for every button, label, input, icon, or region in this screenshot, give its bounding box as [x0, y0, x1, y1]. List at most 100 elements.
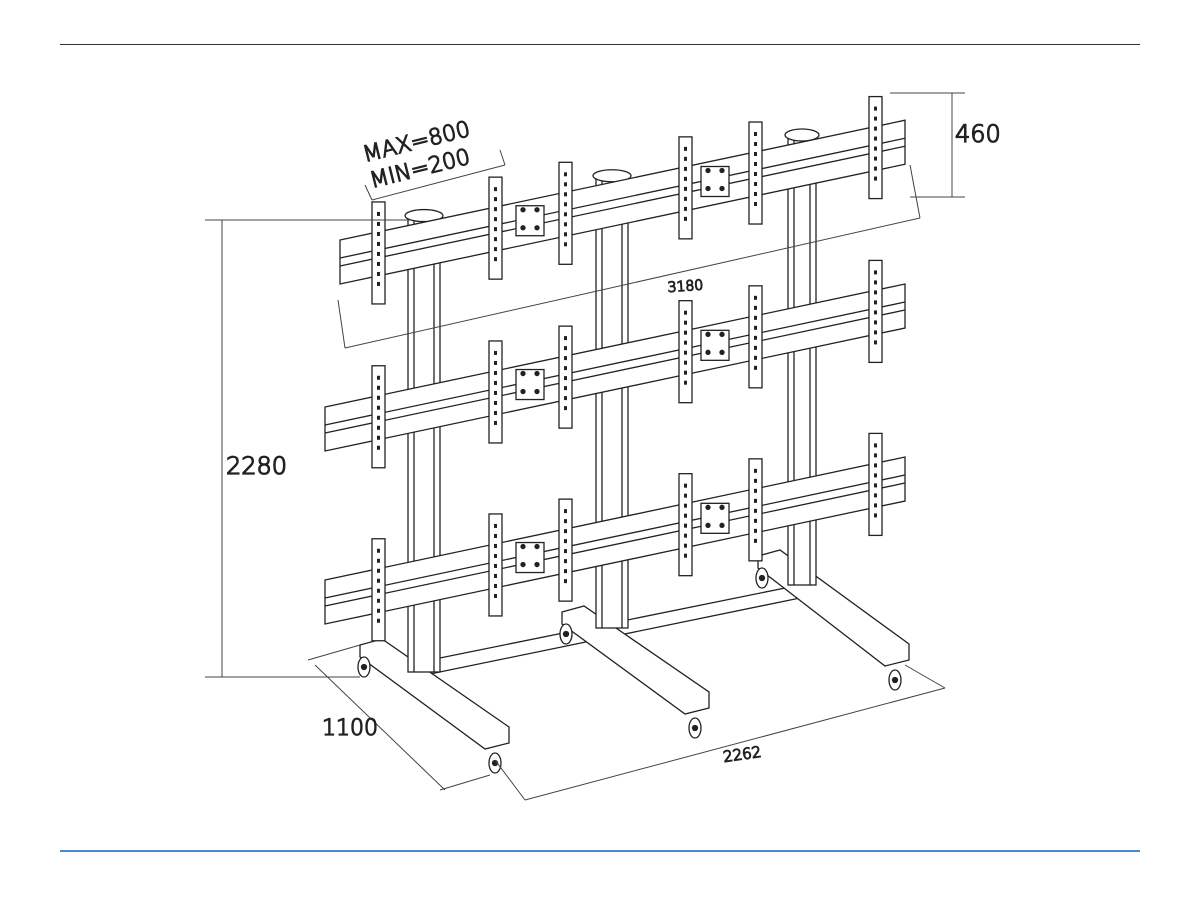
bracket-slot	[377, 395, 380, 400]
bracket-slot	[564, 182, 567, 187]
bolt	[534, 388, 540, 395]
bracket-slot	[377, 375, 380, 380]
bracket-slot	[874, 166, 877, 171]
bolt	[534, 370, 540, 377]
bracket-slot	[494, 257, 497, 262]
bracket-slot	[874, 443, 877, 448]
bracket-slot	[874, 146, 877, 151]
bracket-slot	[684, 483, 687, 488]
rail-edge	[339, 145, 906, 267]
bracket-slot	[494, 207, 497, 212]
bracket-slot	[564, 242, 567, 247]
bracket-slot	[377, 618, 380, 623]
bracket-slot	[754, 295, 757, 300]
bracket-slot	[684, 156, 687, 161]
dim-max-min	[371, 164, 506, 201]
ext-line	[494, 759, 526, 801]
bracket-slot	[874, 463, 877, 468]
bolt	[534, 225, 540, 231]
bolt	[705, 185, 711, 192]
base-foot-2	[561, 605, 710, 715]
bracket-slot	[564, 192, 567, 197]
bracket-slot	[494, 523, 497, 528]
bracket-slot	[494, 227, 497, 232]
bracket-slot	[684, 186, 687, 191]
bracket-slot	[754, 192, 757, 197]
bracket-slot	[874, 136, 877, 141]
column-cap	[784, 128, 820, 142]
bracket-slot	[684, 196, 687, 201]
bracket-slot	[564, 172, 567, 177]
bracket-slot	[377, 608, 380, 613]
bracket-slot	[564, 202, 567, 207]
bracket-slot	[564, 549, 567, 554]
bracket-slot	[494, 553, 497, 558]
bracket-slot	[564, 212, 567, 217]
bracket-slot	[874, 340, 877, 345]
bracket-slot	[494, 380, 497, 385]
bracket-slot	[684, 370, 687, 375]
bracket-slot	[684, 340, 687, 345]
ext-line	[364, 184, 373, 201]
caster-hub	[562, 630, 570, 638]
ext-line	[439, 774, 491, 791]
bracket-slot	[494, 410, 497, 415]
rail-edge	[324, 474, 906, 599]
dim-depth	[314, 664, 446, 791]
bolt	[705, 167, 711, 174]
bolt	[534, 561, 540, 568]
bracket-slot	[684, 350, 687, 355]
bolt	[705, 349, 711, 355]
bracket-slot	[377, 425, 380, 430]
bracket-slot	[684, 360, 687, 365]
bolt	[705, 331, 711, 337]
rail-edge	[339, 137, 906, 259]
rail-joint-plate	[700, 502, 730, 534]
bracket-slot	[874, 493, 877, 498]
bracket-slot	[564, 519, 567, 524]
bolt	[520, 207, 526, 213]
bolt	[520, 388, 526, 395]
rail-joint-plate	[515, 205, 545, 237]
rails	[324, 95, 906, 642]
bolt	[719, 504, 725, 510]
label-width-top: 3180	[667, 278, 704, 296]
bracket-slot	[377, 241, 380, 246]
label-height: 2280	[226, 452, 287, 480]
bracket-slot	[564, 376, 567, 381]
bracket-slot	[377, 415, 380, 420]
bracket-slot	[754, 142, 757, 147]
ext-line	[307, 644, 361, 661]
bolt	[705, 522, 711, 528]
bracket-slot	[564, 559, 567, 564]
bracket-slot	[754, 518, 757, 523]
bracket-slot	[754, 528, 757, 533]
bracket-slot	[564, 356, 567, 361]
bracket-slot	[754, 202, 757, 207]
bracket-slot	[494, 390, 497, 395]
bracket-slot	[754, 132, 757, 137]
bracket-slot	[754, 365, 757, 370]
bracket-slot	[377, 271, 380, 276]
bracket-slot	[754, 538, 757, 543]
caster-hub	[758, 574, 766, 582]
rail-joint-plate	[700, 329, 730, 361]
bracket-slot	[377, 231, 380, 236]
bracket-slot	[377, 435, 380, 440]
label-base-width: 2262	[722, 743, 762, 766]
bolt	[719, 331, 725, 337]
caster-hub	[891, 676, 899, 684]
bracket-slot	[754, 172, 757, 177]
ext-line	[337, 299, 346, 349]
bolt	[520, 370, 526, 377]
bolt	[719, 522, 725, 528]
bracket-slot	[874, 290, 877, 295]
bracket-slot	[754, 345, 757, 350]
bracket-slot	[564, 396, 567, 401]
bracket-slot	[377, 558, 380, 563]
bracket-slot	[494, 533, 497, 538]
bracket-slot	[494, 420, 497, 425]
bracket-slot	[754, 478, 757, 483]
bracket-slot	[494, 370, 497, 375]
bracket-slot	[564, 222, 567, 227]
